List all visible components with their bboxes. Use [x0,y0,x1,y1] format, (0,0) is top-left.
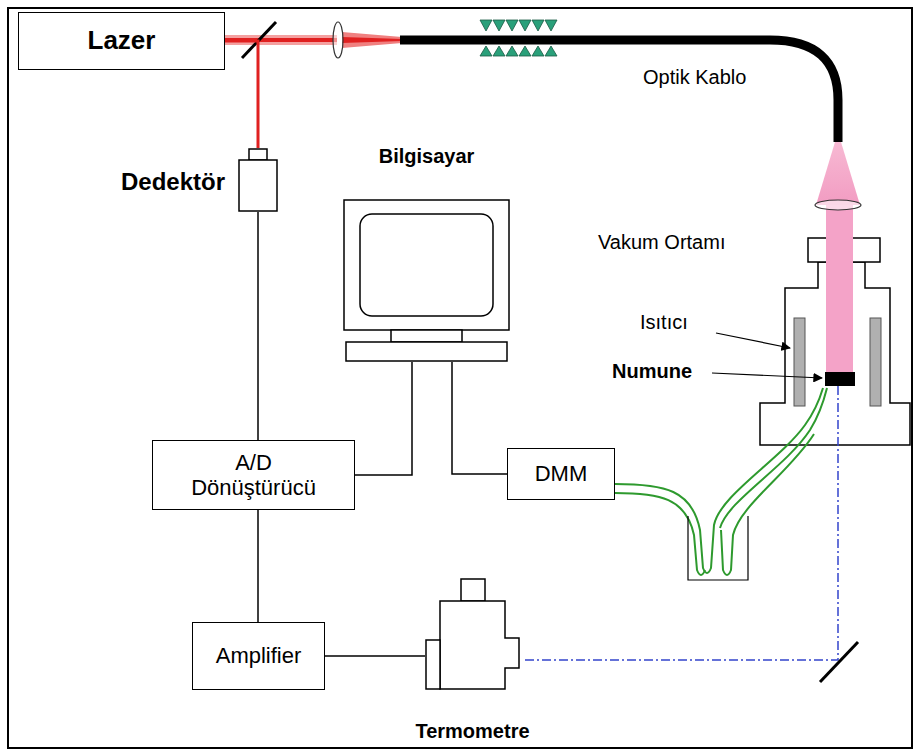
focused-beam-core [342,37,402,43]
signal-wire [257,510,259,622]
signal-wire [257,212,259,440]
box-label: Amplifier [216,643,302,668]
heater [794,318,805,406]
signal-wire [225,41,258,148]
chamber-label: Vakum Ortamı [598,231,725,254]
box-label: A/D Dönüştürücü [179,450,329,501]
lens [815,200,861,210]
heating-beam [826,205,853,373]
signal-wire [452,362,507,474]
computer-symbol [343,150,510,362]
box-label: Lazer [88,26,156,56]
amplifier-box: Amplifier [192,622,325,690]
mirror [820,642,858,682]
leader-arrow [712,373,822,378]
signal-wire [325,655,425,657]
frame [8,8,912,748]
detector: Dedektör [238,148,278,212]
part-heading: Bilgisayar [379,145,475,168]
focused-beam [342,32,402,48]
leader-arrow [716,333,790,348]
part-heading: Termometre [415,720,529,743]
part-heading: Dedektör [121,168,225,196]
laser-box: Lazer [18,12,225,70]
lens [333,22,343,58]
sample [825,372,855,386]
dmm-box: DMM [507,448,615,500]
pyrometer: Termometre [425,578,520,690]
beam-cone [816,142,860,205]
cold-junction-cup [688,516,748,580]
signal-wire [355,362,412,475]
fiber-clamp [480,20,557,56]
ad-converter-box: A/D Dönüştürücü [152,440,355,510]
computer: Bilgisayar [343,150,510,362]
heater-label: Isıtıcı [640,311,688,334]
pyrometer-symbol [425,578,520,690]
detector-symbol [238,148,278,212]
box-label: DMM [535,461,588,486]
ir-path [522,386,838,660]
sample-label: Numune [612,360,692,383]
optical-fiber [400,40,838,142]
heater [870,318,881,406]
fiber-label: Optik Kablo [643,66,746,89]
